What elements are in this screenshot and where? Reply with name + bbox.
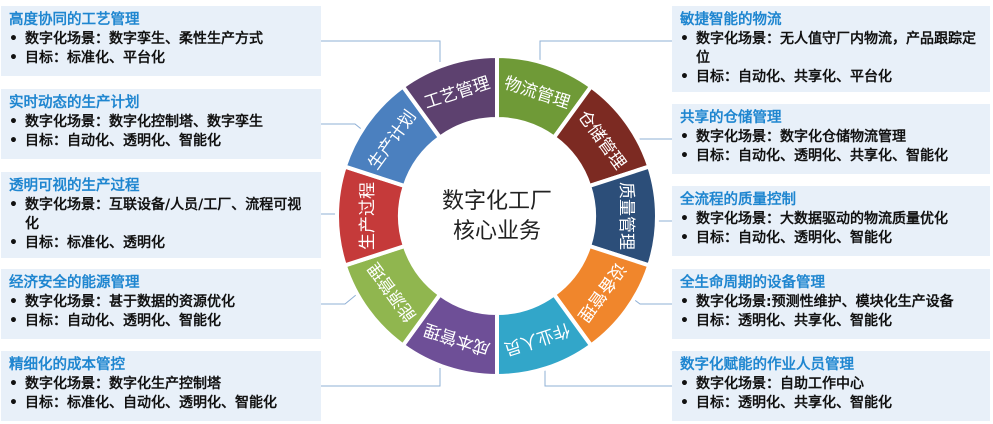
card-line: • 数字化场景：无人值守厂内物流，产品跟踪定位 [680,30,984,68]
card-text: 数字化场景：数字化仓储物流管理 [696,129,906,145]
left-card-cost: 精细化的成本管控 • 数字化场景：数字化生产控制塔 • 目标：标准化、自动化、透明化… [1,351,321,421]
card-line: • 目标：自动化、透明化、智能化 [680,229,984,248]
card-text: 数字化场景：甚于数据的资源优化 [25,294,235,310]
bullet: • [680,211,689,227]
center-title-line1: 数字化工厂 [442,188,552,213]
bullet: • [680,230,689,246]
card-line: • 数字化场景：甚于数据的资源优化 [9,293,315,312]
card-text: 数字化场景：数字化控制塔、数字孪生 [25,114,263,130]
card-title: 经济安全的能源管理 [9,275,140,291]
bullet: • [680,376,689,392]
bullet: • [680,148,689,164]
card-line: • 目标：自动化、透明化、共享化、智能化 [680,147,984,166]
connector-line [321,40,441,62]
connector-line [539,40,672,60]
center-title-line2: 核心业务 [453,218,541,243]
card-text: 数字化场景:预测性维护、模块化生产设备 [696,294,954,310]
card-title: 数字化赋能的作业人员管理 [680,357,854,373]
card-text: 目标：自动化、共享化、平台化 [696,69,892,85]
card-text: 数字化场景：数字孪生、柔性生产方式 [25,31,263,47]
segment-label: 质量管理 [617,182,636,250]
card-line: • 目标：自动化、共享化、平台化 [680,68,984,87]
bullet: • [680,31,689,47]
card-text: 数字化场景：自助工作中心 [696,376,864,392]
card-title: 实时动态的生产计划 [9,95,140,111]
card-line: • 数字化场景：数字化控制塔、数字孪生 [9,113,315,132]
left-card-energy: 经济安全的能源管理 • 数字化场景：甚于数据的资源优化 • 目标：自动化、透明化、智… [1,269,321,339]
bullet: • [9,376,18,392]
bullet: • [680,395,689,411]
card-line: • 数字化场景：互联设备/人员/工厂、流程可视化 [9,196,315,234]
center-circle [400,119,594,313]
card-text: 目标：标准化、自动化、透明化、智能化 [25,395,277,411]
card-line: • 目标：标准化、平台化 [9,49,315,68]
card-text: 目标：透明化、共享化、智能化 [696,395,892,411]
card-text: 目标：自动化、透明化、智能化 [25,313,221,329]
card-title: 共享的仓储管理 [680,110,782,126]
card-line: • 目标：透明化、共享化、智能化 [680,312,984,331]
card-text: 目标：标准化、透明化 [25,235,165,251]
card-line: • 目标：自动化、透明化、智能化 [9,132,315,151]
card-text: 目标：标准化、平台化 [25,50,165,66]
card-line: • 目标：标准化、自动化、透明化、智能化 [9,394,315,413]
card-text: 目标：自动化、透明化、智能化 [696,230,892,246]
bullet: • [9,313,18,329]
card-title: 全生命周期的设备管理 [680,275,825,291]
card-text: 数字化场景：大数据驱动的物流质量优化 [696,211,948,227]
bullet: • [9,395,18,411]
bullet: • [680,313,689,329]
wheel-segment [400,53,499,141]
card-line: • 目标：自动化、透明化、智能化 [9,312,315,331]
bullet: • [9,31,18,47]
bullet: • [9,235,18,251]
card-text: 目标：自动化、透明化、共享化、智能化 [696,148,948,164]
card-line: • 数字化场景：数字化生产控制塔 [9,375,315,394]
connector-line [544,370,672,387]
bullet: • [9,294,18,310]
right-card-equipment: 全生命周期的设备管理 • 数字化场景:预测性维护、模块化生产设备 • 目标：透明化、… [672,269,990,339]
card-line: • 数字化场景:预测性维护、模块化生产设备 [680,293,984,312]
connector-line [321,368,441,387]
bullet: • [680,69,689,85]
card-line: • 目标：透明化、共享化、智能化 [680,394,984,413]
card-text: 目标：透明化、共享化、智能化 [696,313,892,329]
right-card-workforce: 数字化赋能的作业人员管理 • 数字化场景：自助工作中心 • 目标：透明化、共享化、智… [672,351,990,421]
bullet: • [680,294,689,310]
right-card-quality: 全流程的质量控制 • 数字化场景：大数据驱动的物流质量优化 • 目标：自动化、透明化… [672,186,990,256]
bullet: • [9,50,18,66]
left-card-process: 高度协同的工艺管理 • 数字化场景：数字孪生、柔性生产方式 • 目标：标准化、平台化 [1,6,321,76]
bullet: • [9,133,18,149]
card-title: 透明可视的生产过程 [9,178,140,194]
bullet: • [9,114,18,130]
card-title: 高度协同的工艺管理 [9,12,140,28]
card-text: 数字化场景：互联设备/人员/工厂、流程可视化 [25,197,302,232]
card-line: • 数字化场景：数字孪生、柔性生产方式 [9,30,315,49]
card-text: 数字化场景：数字化生产控制塔 [25,376,221,392]
card-line: • 数字化场景：数字化仓储物流管理 [680,128,984,147]
segment-label: 生产过程 [358,182,377,250]
card-title: 敏捷智能的物流 [680,12,782,28]
card-text: 数字化场景：无人值守厂内物流，产品跟踪定位 [696,31,976,66]
card-line: • 目标：标准化、透明化 [9,234,315,253]
bullet: • [680,129,689,145]
card-line: • 数字化场景：自助工作中心 [680,375,984,394]
card-title: 全流程的质量控制 [680,192,796,208]
bullet: • [9,197,18,213]
card-line: • 数字化场景：大数据驱动的物流质量优化 [680,210,984,229]
left-card-plan: 实时动态的生产计划 • 数字化场景：数字化控制塔、数字孪生 • 目标：自动化、透明化… [1,89,321,159]
right-card-warehouse: 共享的仓储管理 • 数字化场景：数字化仓储物流管理 • 目标：自动化、透明化、共享化… [672,104,990,174]
card-text: 目标：自动化、透明化、智能化 [25,133,221,149]
card-title: 精细化的成本管控 [9,357,125,373]
left-card-production: 透明可视的生产过程 • 数字化场景：互联设备/人员/工厂、流程可视化 • 目标：标准… [1,172,321,258]
right-card-logistics: 敏捷智能的物流 • 数字化场景：无人值守厂内物流，产品跟踪定位 • 目标：自动化、共… [672,6,990,92]
